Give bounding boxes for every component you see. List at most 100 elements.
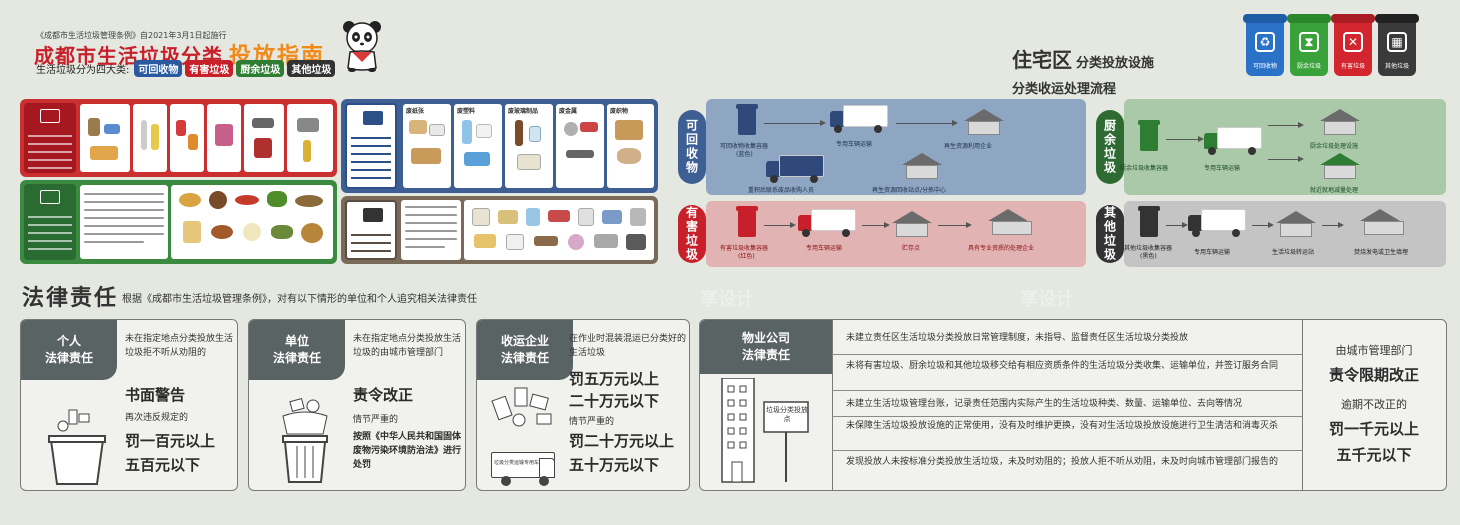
property-tag: 物业公司法律责任 (700, 320, 832, 374)
individual-repeat-text: 再次违反规定的 (125, 413, 189, 423)
divider (832, 450, 1302, 451)
recyclable-tile-paper: 废纸张 (403, 104, 451, 188)
divider (832, 354, 1302, 355)
other-text-tile (401, 200, 461, 260)
recyclable-tile-plastic: 废塑料 (454, 104, 502, 188)
unit-liability-box: 单位法律责任 未在指定地点分类投放生活垃圾的由城市管理部门 责令改正 情节严重的… (248, 319, 466, 491)
collector-liability-box: 收运企业法律责任 在作业时混装混运已分类好的生活垃圾 罚五万元以上 二十万元以下… (476, 319, 690, 491)
other-category-card (341, 196, 658, 264)
individual-penalty2-line1: 罚一百元以上 (125, 432, 216, 450)
transport-truck-icon (830, 105, 888, 133)
unit-serious: 情节严重的 (353, 415, 399, 425)
recyclable-category-card: 废纸张 废塑料 废玻璃制品 废金属 废织物 (341, 99, 658, 193)
property-right-big2-line2: 五千元以下 (1336, 446, 1412, 464)
flow-arrow (896, 119, 958, 126)
recyclable-tile-textile: 废织物 (607, 104, 654, 188)
flow-tag-other: 其他垃圾 (1096, 205, 1124, 263)
incineration-plant-icon (1360, 209, 1410, 235)
other-waste-icon (363, 208, 383, 222)
type-pill-recyclable: 可回收物 (134, 60, 183, 77)
waste-types-line: 生活垃圾分为四大类: 可回收物 有害垃圾 厨余垃圾 其他垃圾 (36, 60, 336, 77)
collector-serious: 情节严重的 (569, 417, 615, 427)
transport-truck-icon (1188, 209, 1246, 237)
flow-other: 其他垃圾收集容器 (黑色) 专用车辆运输 生活垃圾转运站 焚烧发电或卫生填埋 (1124, 201, 1446, 267)
watermark: 享设计 (700, 289, 754, 310)
collector-penalty2-line1: 罚二十万元以上 (569, 432, 675, 450)
hazardous-tile-2 (133, 104, 167, 172)
property-right-big2-line1: 罚一千元以上 (1328, 420, 1419, 438)
individual-liability-box: 个人法律责任 未在指定地点分类投放生活垃圾拒不听从劝阻的 书面警告 再次违反规定… (20, 319, 238, 491)
panda-mascot-icon (343, 21, 381, 72)
hazardous-tile-4 (207, 104, 241, 172)
recyclable-tile-glass: 废玻璃制品 (505, 104, 553, 188)
office-building-icon (721, 378, 809, 483)
transfer-station-icon (1276, 211, 1316, 237)
flow-tag-kitchen: 厨余垃圾 (1096, 110, 1124, 184)
bin-set: ♻ 可回收物 ⧗ 厨余垃圾 ✕ 有害垃圾 ▦ 其他垃圾 (1243, 14, 1419, 76)
treatment-plant-icon (988, 209, 1038, 235)
flow-arrow (764, 119, 826, 126)
flow-arrow (1268, 121, 1304, 128)
wheel-icon (539, 476, 549, 486)
individual-text: 未在指定地点分类投放生活垃圾拒不听从劝阻的 (125, 334, 234, 358)
flow-arrow (1252, 221, 1274, 228)
scattered-waste-icon (491, 387, 552, 427)
hazardous-category-card (20, 99, 337, 177)
kitchen-bin-icon: ⧗ 厨余垃圾 (1287, 14, 1331, 76)
factory-icon (964, 109, 1004, 135)
kitchen-facility-icon (1320, 109, 1360, 135)
flow-tag-recyclable: 可回收物 (678, 110, 706, 184)
flow-arrow (1322, 221, 1344, 228)
hazardous-bin-icon: ✕ 有害垃圾 (1331, 14, 1375, 76)
legal-subtitle: 根据《成都市生活垃圾管理条例》，对有以下情形的单位和个人追究相关法律责任 (122, 294, 477, 305)
property-liability-box: 物业公司法律责任 垃圾分类投放点 未建立责任区生活垃圾分类投放日常管理制度，未指… (699, 319, 1447, 491)
divider (832, 416, 1302, 417)
property-item-2: 未将有害垃圾、厨余垃圾和其他垃圾移交给有相应资质条件的生活垃圾分类收集、运输单位… (846, 361, 1279, 371)
recyclable-bin-icon: ♻ 可回收物 (1243, 14, 1287, 76)
kitchen-text-tile (80, 185, 168, 259)
flow-hazardous: 有害垃圾收集容器 (红色) 专用车辆运输 贮存点 具有专业资质的处理企业 (706, 201, 1086, 267)
divider (1302, 320, 1303, 490)
other-items-tile (464, 200, 654, 260)
other-side-panel (345, 200, 397, 260)
hazardous-tile-5 (244, 104, 284, 172)
divider (832, 390, 1302, 391)
kitchen-hourglass-icon (40, 190, 60, 204)
property-right-text2: 逾期不改正的 (1341, 398, 1407, 411)
collector-penalty1-line2: 二十万元以下 (569, 392, 660, 410)
property-item-5: 发现投放人未按标准分类投放生活垃圾，未及时劝阻的；投放人拒不听从劝阻，未及时向城… (846, 457, 1279, 467)
local-reduction-icon (1320, 153, 1360, 179)
property-sign: 垃圾分类投放点 (766, 406, 808, 423)
overflowing-bin-icon (282, 398, 328, 483)
individual-tag: 个人法律责任 (21, 320, 117, 380)
transport-truck-icon (1204, 127, 1262, 155)
other-bin-icon: ▦ 其他垃圾 (1375, 14, 1419, 76)
property-item-4: 未保障生活垃圾投放设施的正常使用，没有及时维护更换，没有对生活垃圾投放设施进行卫… (846, 421, 1279, 431)
tricycle-icon (766, 155, 824, 183)
property-item-3: 未建立生活垃圾管理台账，记录责任范围内实际产生的生活垃圾种类、数量、运输单位、去… (846, 399, 1243, 409)
hazardous-tile-1 (80, 104, 130, 172)
flow-kitchen: 厨余垃圾收集容器 专用车辆运输 厨余垃圾处理设施 就近就地减量处理 (1120, 99, 1446, 195)
recycle-icon (363, 111, 383, 125)
storage-point-icon (892, 211, 932, 237)
truck-cab-icon (539, 458, 555, 478)
wheel-icon (501, 476, 511, 486)
ordinance-note: 《成都市生活垃圾管理条例》自2021年3月1日起施行 (36, 31, 227, 40)
individual-penalty1: 书面警告 (125, 386, 186, 404)
hazardous-tile-3 (170, 104, 204, 172)
type-pill-hazardous: 有害垃圾 (185, 60, 234, 77)
collector-tag: 收运企业法律责任 (477, 320, 573, 380)
trash-can-icon (48, 409, 106, 485)
types-lead: 生活垃圾分为四大类: (36, 65, 130, 76)
collector-penalty1-line1: 罚五万元以上 (569, 370, 660, 388)
recyclable-container-icon (736, 104, 758, 135)
individual-penalty2-line2: 五百元以下 (125, 456, 201, 474)
transport-truck-icon (798, 209, 856, 237)
kitchen-category-card (20, 180, 337, 264)
kitchen-container-icon (1138, 120, 1160, 151)
legal-title: 法律责任 (22, 286, 119, 311)
flow-recyclable: 可回收物收集容器 (蓝色) 专用车辆运输 再生资源利用企业 重积后联系废品收购人… (706, 99, 1086, 195)
flow-title: 分类收运处理流程 (1012, 82, 1117, 97)
property-item-1: 未建立责任区生活垃圾分类投放日常管理制度，未指导、监督责任区生活垃圾分类投放 (846, 333, 1189, 343)
collector-penalty2-line2: 五十万元以下 (569, 456, 660, 474)
